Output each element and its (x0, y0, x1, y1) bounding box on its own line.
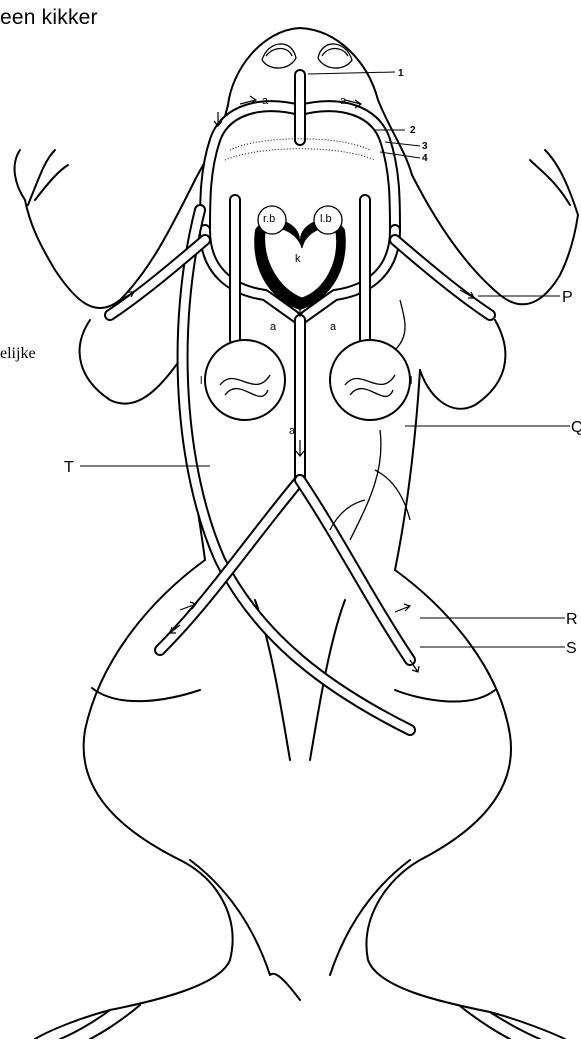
label-a-right-arch: a (340, 95, 347, 107)
frog-body-outline (15, 28, 578, 1039)
label-R: R (566, 611, 578, 628)
figure-title: een kikker (0, 6, 98, 30)
label-1: 1 (398, 68, 404, 79)
label-2: 2 (410, 125, 416, 136)
label-3: 3 (422, 141, 428, 152)
label-a-aorta: a (289, 425, 296, 437)
label-rb: r.b (263, 213, 275, 225)
label-l-right: l (410, 375, 412, 387)
label-a-right-branch: a (330, 321, 337, 333)
cut-off-side-label: elijke (0, 345, 36, 363)
label-Q: Q (571, 419, 581, 436)
diagram-labels: 1 2 3 4 P Q R S T a a a a a r.b l.b k l … (64, 68, 581, 657)
label-a-left-arch: a (262, 95, 269, 107)
leader-lines (80, 72, 570, 647)
label-T: T (64, 459, 74, 476)
vessel-network (110, 75, 490, 730)
label-4: 4 (422, 153, 428, 164)
label-l-left: l (200, 375, 202, 387)
label-S: S (566, 640, 577, 657)
label-a-left-branch: a (270, 321, 277, 333)
label-P: P (562, 289, 573, 306)
label-lb: l.b (320, 213, 332, 225)
label-k: k (295, 253, 301, 265)
